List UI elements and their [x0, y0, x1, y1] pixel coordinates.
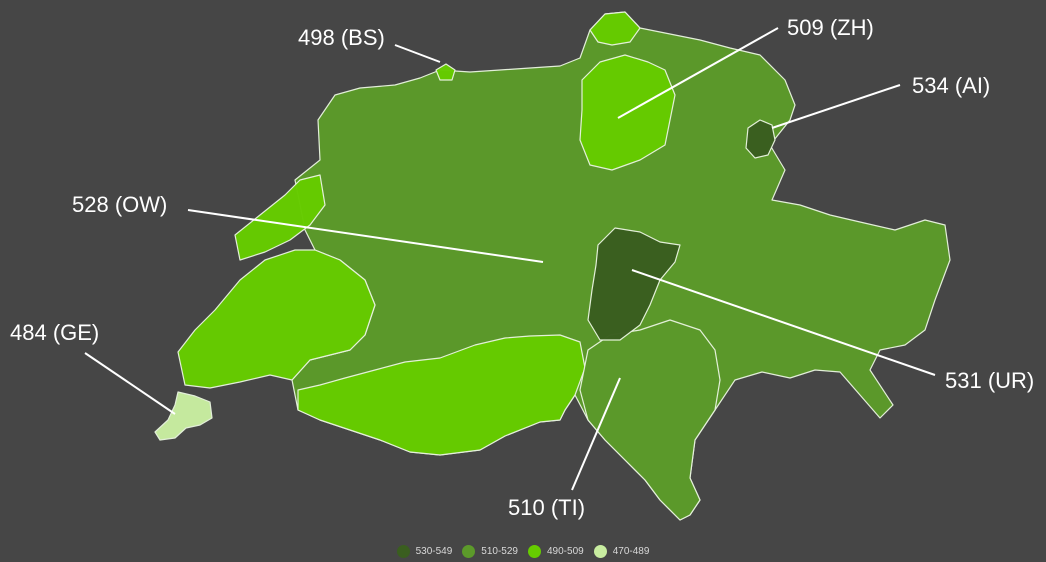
callout-ge: 484 (GE)	[10, 320, 99, 345]
leader-line-ti	[571, 377, 621, 491]
legend-item: 490-509	[528, 545, 584, 558]
callout-ow: 528 (OW)	[72, 192, 167, 217]
leader-line-ge	[84, 352, 176, 415]
legend-label: 530-549	[415, 546, 453, 557]
region-western-plateau	[177, 249, 376, 389]
legend-item: 510-529	[462, 545, 518, 558]
region-geneva	[154, 391, 213, 441]
legend-label: 470-489	[612, 546, 650, 557]
region-ticino	[579, 319, 721, 521]
region-valais	[297, 334, 586, 456]
callout-ti: 510 (TI)	[508, 495, 585, 520]
callout-bs: 498 (BS)	[298, 25, 385, 50]
region-uri	[587, 227, 681, 341]
region-appenzell-innerrhoden	[745, 119, 776, 159]
callout-ai: 534 (AI)	[912, 73, 990, 98]
legend-swatch	[593, 545, 607, 558]
cantons-layer	[154, 11, 951, 521]
callout-ur: 531 (UR)	[945, 368, 1034, 393]
legend: 530-549 510-529 490-509 470-489	[0, 545, 1046, 558]
legend-label: 510-529	[481, 546, 518, 557]
region-jura-strip	[234, 174, 326, 261]
legend-swatch	[528, 545, 541, 558]
legend-swatch	[396, 545, 410, 558]
legend-label: 490-509	[547, 546, 584, 557]
legend-item: 470-489	[593, 545, 650, 558]
callout-zh: 509 (ZH)	[787, 15, 874, 40]
leader-line-ur	[631, 269, 936, 376]
leader-line-ai	[771, 84, 901, 129]
leader-line-bs	[394, 44, 441, 63]
region-basel-stadt	[435, 63, 456, 81]
callout-labels: 498 (BS) 509 (ZH) 534 (AI) 528 (OW) 484 …	[10, 15, 1034, 520]
legend-swatch	[462, 545, 476, 558]
leader-lines	[84, 27, 936, 491]
region-schaffhausen	[589, 11, 641, 46]
leader-line-zh	[617, 27, 779, 119]
legend-item: 530-549	[396, 545, 453, 558]
leader-line-ow	[187, 209, 544, 263]
